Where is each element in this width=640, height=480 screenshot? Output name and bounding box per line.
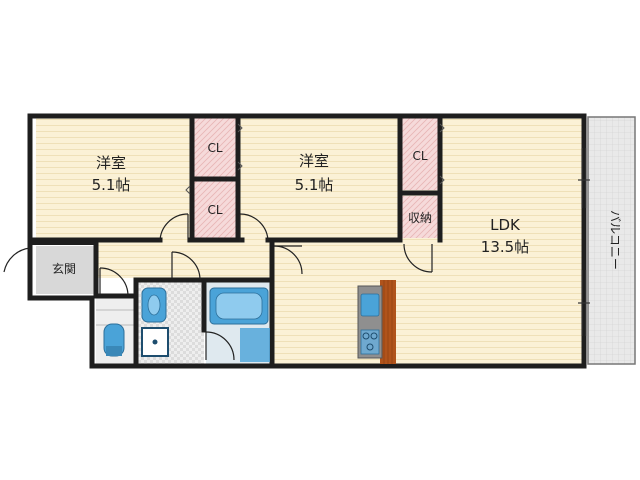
storage-label: 収納 bbox=[408, 211, 432, 225]
balcony-windows bbox=[578, 148, 590, 336]
doors bbox=[3, 213, 433, 361]
closet-right bbox=[402, 118, 440, 190]
balcony-label: バルコニー bbox=[608, 210, 622, 270]
room-name-western-1: 洋室 bbox=[96, 154, 126, 172]
kitchen-sink bbox=[360, 293, 380, 317]
balcony bbox=[587, 116, 636, 365]
closet-small bbox=[192, 180, 238, 238]
stove bbox=[360, 329, 380, 355]
room-size-ldk: 13.5帖 bbox=[481, 238, 529, 256]
closet-label-top-left: CL bbox=[207, 141, 222, 155]
bathroom-mat bbox=[240, 328, 270, 362]
closet-door-markers bbox=[185, 123, 445, 195]
storage-closet bbox=[402, 196, 440, 238]
western-room-1-floor bbox=[36, 118, 192, 240]
room-size-western-2: 5.1帖 bbox=[295, 176, 334, 194]
entrance-floor bbox=[36, 246, 94, 294]
closet-top-left bbox=[192, 118, 238, 178]
room-size-western-1: 5.1帖 bbox=[92, 176, 131, 194]
room-name-western-2: 洋室 bbox=[299, 152, 329, 170]
closet-label-right: CL bbox=[412, 149, 427, 163]
western-room-2-floor bbox=[238, 118, 402, 240]
room-name-ldk: LDK bbox=[490, 216, 521, 234]
entrance-label: 玄関 bbox=[52, 261, 76, 276]
closet-label-small: CL bbox=[207, 203, 222, 217]
walls bbox=[27, 113, 587, 369]
